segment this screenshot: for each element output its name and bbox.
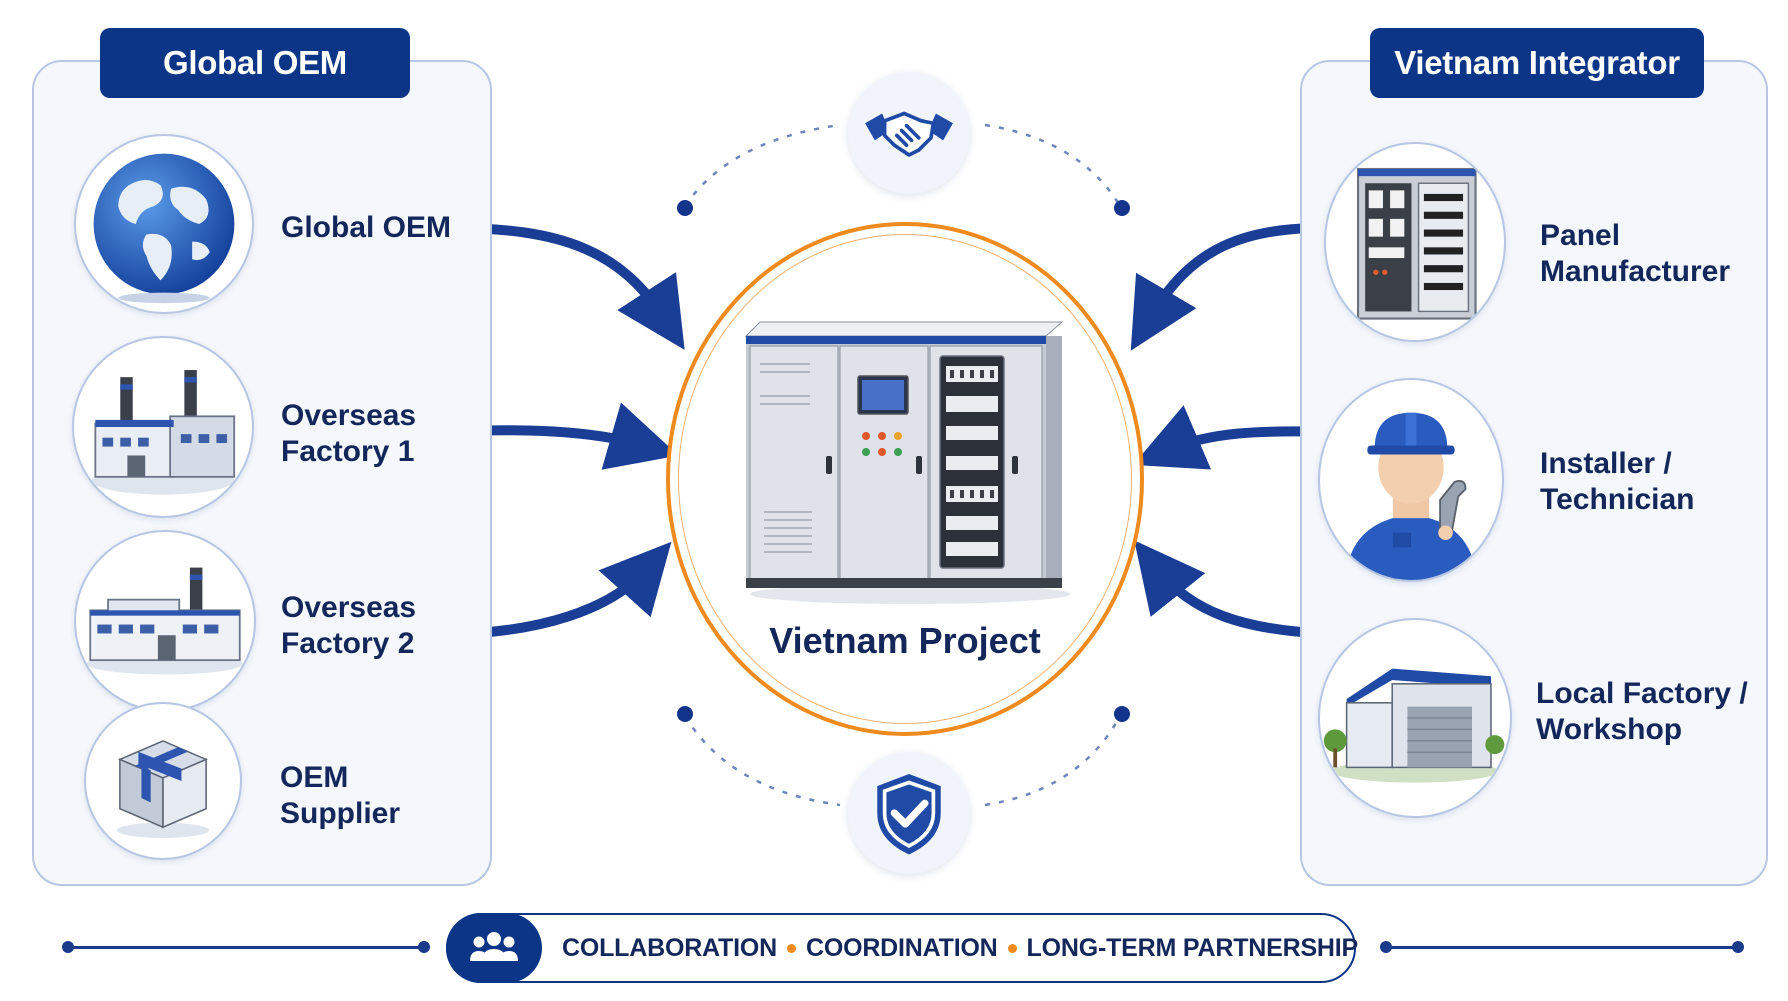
partnership-text: COLLABORATION COORDINATION LONG-TERM PAR… (562, 913, 1358, 983)
electrical-panel-icon (1324, 142, 1506, 342)
dotted-ring-bottom-right (984, 715, 1122, 807)
factory-icon (74, 530, 256, 712)
oem-supplier-label: OEM Supplier (280, 761, 401, 830)
panel-manufacturer-label: Panel Manufacturer (1540, 219, 1731, 288)
coordination-label: COORDINATION (805, 933, 998, 962)
footer-left-line (68, 946, 424, 949)
separator-dot (1007, 943, 1017, 953)
footer-right-line (1386, 946, 1738, 949)
shield-check-icon (848, 752, 970, 874)
partnership-bar (446, 913, 1356, 983)
vietnam-integrator-panel-title: Vietnam Integrator (1370, 28, 1704, 98)
ring-dot-bl (677, 706, 693, 722)
separator-dot (786, 943, 796, 953)
technician-icon (1318, 378, 1504, 582)
handshake-icon (848, 72, 970, 194)
box-icon (84, 702, 242, 860)
dotted-ring-top-left (683, 123, 841, 207)
footer-left-inner-dot (418, 941, 430, 953)
collaboration-label: COLLABORATION (562, 933, 777, 962)
vietnam-project-label: Vietnam Project (769, 620, 1041, 661)
long-term-partnership-label: LONG-TERM PARTNERSHIP (1026, 933, 1359, 962)
vietnam-project-inner-ring (678, 234, 1132, 724)
footer-right-dot (1732, 941, 1744, 953)
switchgear-cabinet-icon (744, 321, 1070, 604)
installer-technician-label: Installer / Technician (1540, 447, 1695, 516)
local-factory-workshop-label: Local Factory / Workshop (1536, 677, 1748, 746)
ring-dot-tl (677, 200, 693, 216)
workshop-icon (1318, 618, 1512, 818)
globe-icon (74, 134, 254, 314)
dotted-ring-bottom-left (683, 715, 841, 807)
ring-dot-tr (1114, 200, 1130, 216)
overseas-factory-2-label: Overseas Factory 2 (281, 591, 417, 660)
people-icon (446, 913, 542, 983)
overseas-factory-1-label: Overseas Factory 1 (281, 399, 417, 468)
global-oem-panel-title: Global OEM (100, 28, 410, 98)
global-oem-label: Global OEM (281, 211, 452, 244)
ring-dot-br (1114, 706, 1130, 722)
factory-icon (72, 336, 254, 518)
dotted-ring-top-right (984, 123, 1122, 207)
